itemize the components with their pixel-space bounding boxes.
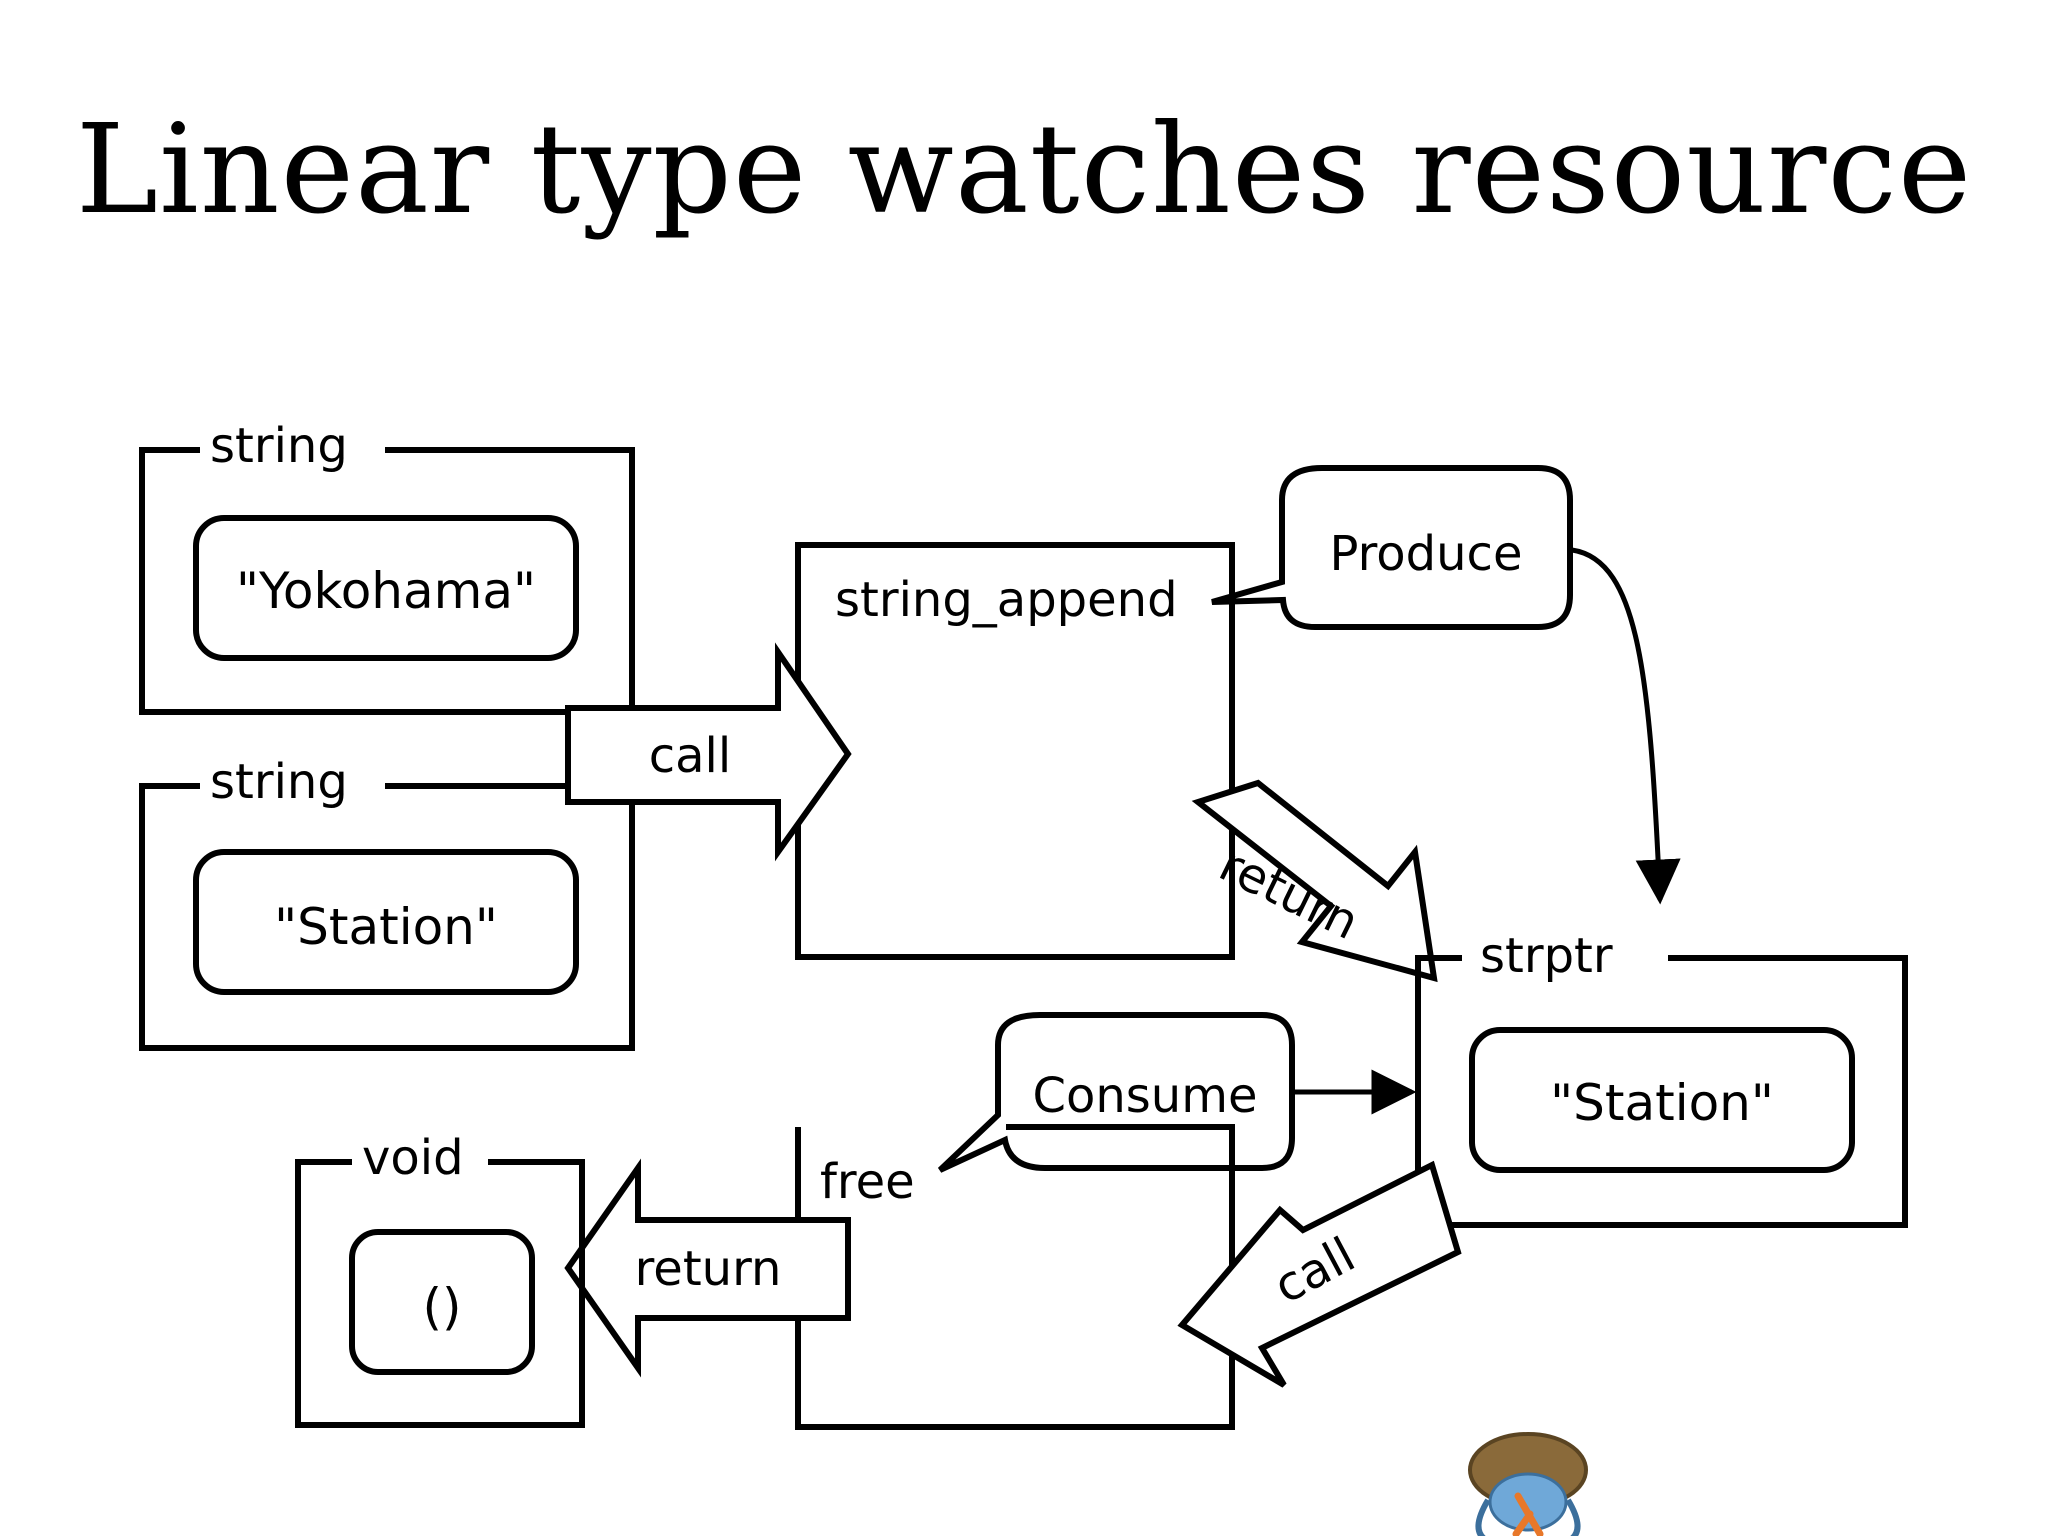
bubble-produce-shape xyxy=(1211,465,1573,630)
value-box-station xyxy=(193,849,579,995)
type-label-string-station: string xyxy=(210,754,348,810)
value-station: "Station" xyxy=(274,898,498,956)
call-append-arrow-shape xyxy=(565,642,852,862)
value-void: () xyxy=(422,1278,461,1336)
mascot-left-arm xyxy=(1475,1498,1491,1536)
type-label-string-yokohama: string xyxy=(210,418,348,474)
void-group: void () xyxy=(295,1130,585,1428)
return-free-label: return xyxy=(635,1241,782,1297)
void-frame xyxy=(295,1159,585,1428)
call-free-arrow-shape xyxy=(1177,1160,1462,1388)
bubble-produce-group: Produce xyxy=(1211,465,1573,630)
bubble-consume-shape xyxy=(937,1012,1295,1173)
strptr-frame xyxy=(1415,955,1908,1228)
func-append-label: string_append xyxy=(835,572,1178,628)
func-free-group: free xyxy=(795,1124,1235,1430)
func-append-group: string_append xyxy=(795,542,1235,960)
produce-connector xyxy=(1571,547,1681,905)
return-free-arrow-shape xyxy=(564,1158,851,1378)
func-free-label: free xyxy=(820,1154,915,1210)
strptr-group: strptr "Station" xyxy=(1415,928,1908,1228)
return-free-arrow: return xyxy=(564,1158,851,1378)
value-strptr: "Station" xyxy=(1550,1074,1774,1132)
call-append-arrow: call xyxy=(565,642,852,862)
call-append-label: call xyxy=(649,728,731,784)
mascot-logo xyxy=(1468,1432,1588,1536)
return-append-arrow-shape xyxy=(1191,779,1438,983)
call-free-arrow: call xyxy=(1177,1160,1462,1388)
value-box-void xyxy=(349,1229,535,1375)
bubble-consume-label: Consume xyxy=(1032,1068,1257,1124)
string-yokohama-group: string "Yokohama" xyxy=(139,418,635,715)
func-free-box xyxy=(795,1124,1235,1430)
value-box-strptr xyxy=(1469,1027,1855,1173)
bubble-produce-label: Produce xyxy=(1330,526,1523,582)
value-box-yokohama xyxy=(193,515,579,661)
bubble-consume-group: Consume xyxy=(937,1012,1295,1173)
type-label-strptr: strptr xyxy=(1480,928,1613,984)
mascot-right-arm xyxy=(1565,1498,1581,1536)
string-station-group: string "Station" xyxy=(139,754,635,1051)
mascot-lambda xyxy=(1512,1492,1544,1536)
type-label-void: void xyxy=(362,1130,464,1186)
slide-title: Linear type watches resource xyxy=(75,98,1973,242)
value-yokohama: "Yokohama" xyxy=(236,562,536,620)
string-yokohama-frame xyxy=(139,447,635,715)
